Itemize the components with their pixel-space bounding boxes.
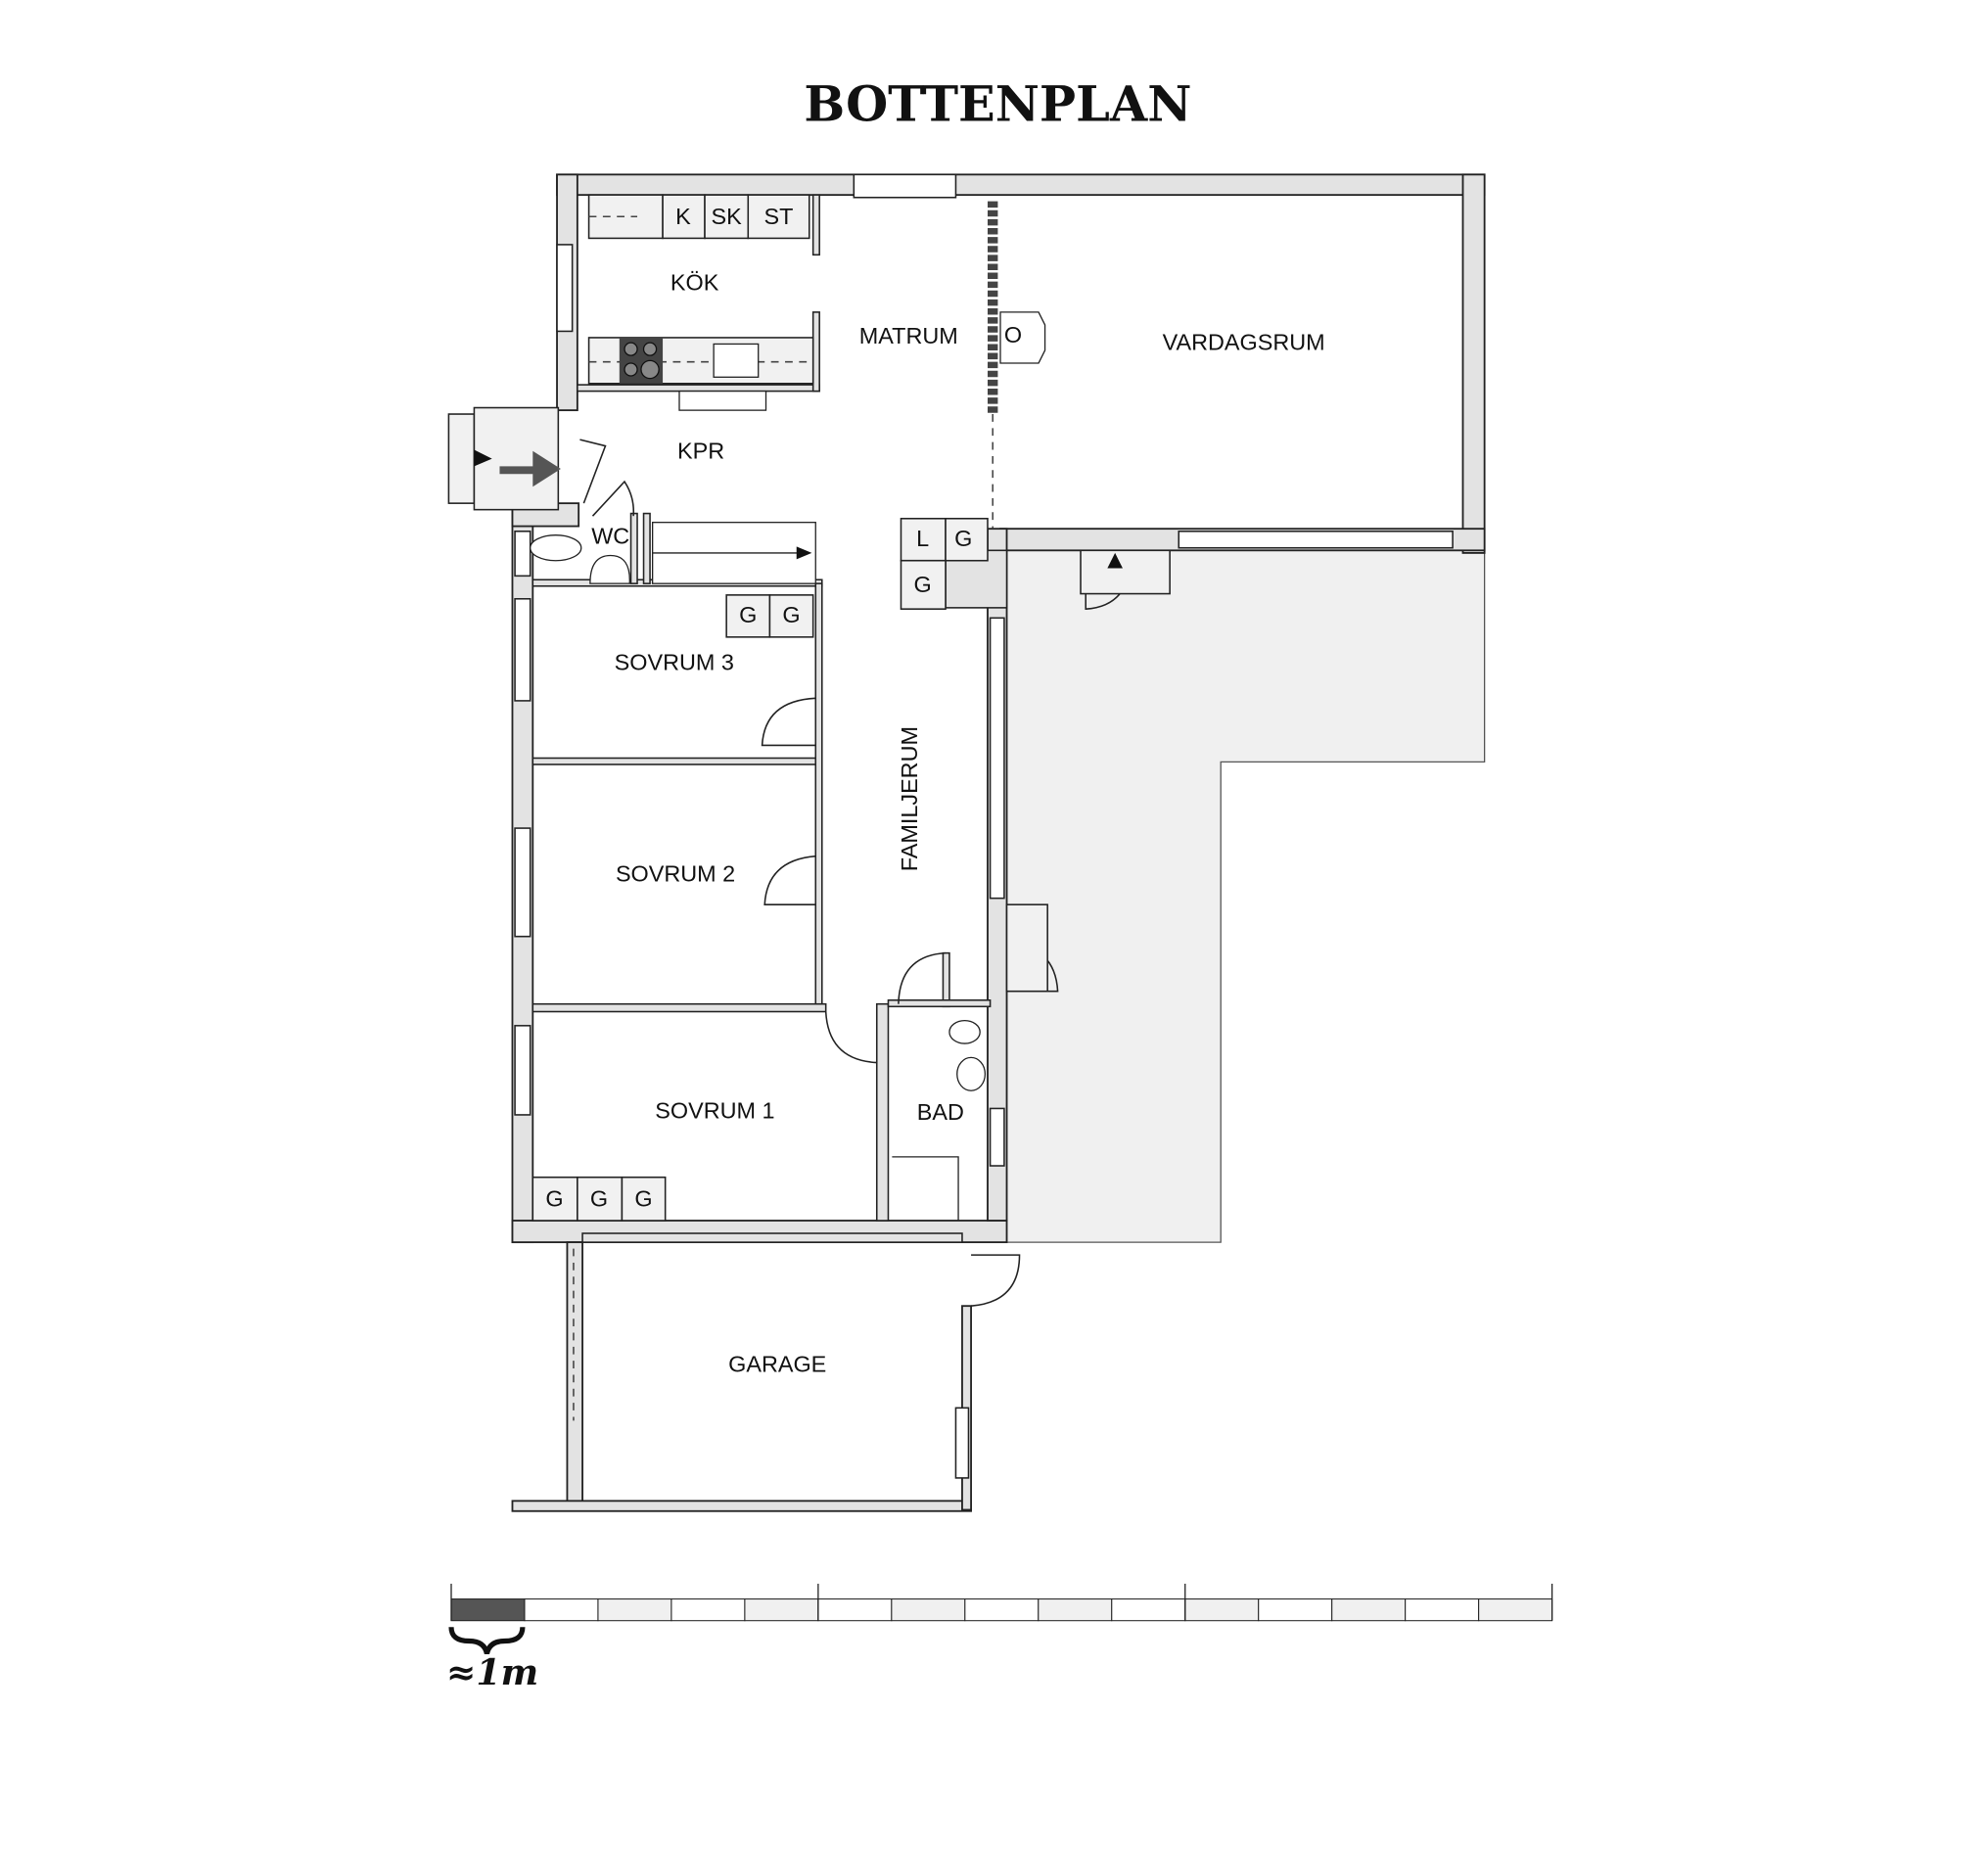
room-label-familjerum: FAMILJERUM [897, 726, 922, 871]
room-label-bad: BAD [917, 1099, 964, 1125]
scale-segment [817, 1598, 893, 1622]
room-label-vardagsrum: VARDAGSRUM [1163, 330, 1325, 355]
scale-segment [1478, 1598, 1553, 1622]
toilet-icon [530, 534, 582, 562]
room-label-kpr: KPR [677, 438, 724, 463]
stairs [591, 480, 816, 584]
svg-text:G: G [545, 1185, 563, 1211]
closets: L G G G G G G G [532, 517, 989, 1222]
doors[interactable] [761, 549, 1171, 1307]
scale-label: ≈1m [446, 1651, 538, 1693]
fixture-label: ST [764, 204, 794, 229]
svg-text:G: G [782, 602, 800, 627]
terrace [1005, 549, 1486, 1243]
scale-segment [964, 1598, 1040, 1622]
svg-text:G: G [954, 526, 972, 551]
room-label-garage: GARAGE [728, 1352, 826, 1377]
sink-icon [956, 1056, 987, 1091]
kitchen-counter [587, 337, 814, 411]
room-label-matrum: MATRUM [859, 323, 958, 348]
scale-segment [1331, 1598, 1407, 1622]
scale-segment [670, 1598, 746, 1622]
scale-segment [524, 1598, 599, 1622]
kitchen-upper-cabinets: K SK ST [587, 194, 810, 240]
entry-arrow-icon [499, 450, 561, 487]
sink-icon [713, 343, 760, 378]
scale-segment [1258, 1598, 1333, 1622]
fireplace-label: O [1004, 322, 1022, 347]
scale-segment [597, 1598, 672, 1622]
fixture-label: K [675, 204, 691, 229]
fireplace [999, 311, 1046, 364]
scale-segment [1038, 1598, 1113, 1622]
scale-bar [450, 1583, 1553, 1622]
scale-brace-icon [448, 1627, 526, 1655]
scale-segment [1184, 1598, 1260, 1622]
entrance[interactable] [447, 406, 607, 511]
sink-icon [589, 554, 630, 584]
scale-segment [1405, 1598, 1480, 1622]
room-label-sovrum1: SOVRUM 1 [655, 1098, 774, 1124]
scale-segment [744, 1598, 819, 1622]
fixture-label: SK [712, 204, 743, 229]
shower-icon [892, 1156, 959, 1221]
scale-segment [891, 1598, 966, 1622]
plan-title: BOTTENPLAN [804, 76, 1191, 133]
svg-text:G: G [634, 1185, 652, 1211]
svg-text:L: L [916, 526, 929, 551]
scale-segment [1111, 1598, 1186, 1622]
svg-text:G: G [739, 602, 757, 627]
svg-text:G: G [590, 1185, 608, 1211]
room-label-sovrum2: SOVRUM 2 [616, 860, 735, 886]
svg-text:G: G [913, 572, 931, 597]
room-label-sovrum3: SOVRUM 3 [615, 649, 734, 674]
toilet-icon [948, 1019, 981, 1044]
room-label-kok: KÖK [670, 269, 719, 295]
windows [514, 173, 1454, 1479]
room-label-wc: WC [591, 523, 629, 548]
scale-segment [450, 1598, 526, 1622]
